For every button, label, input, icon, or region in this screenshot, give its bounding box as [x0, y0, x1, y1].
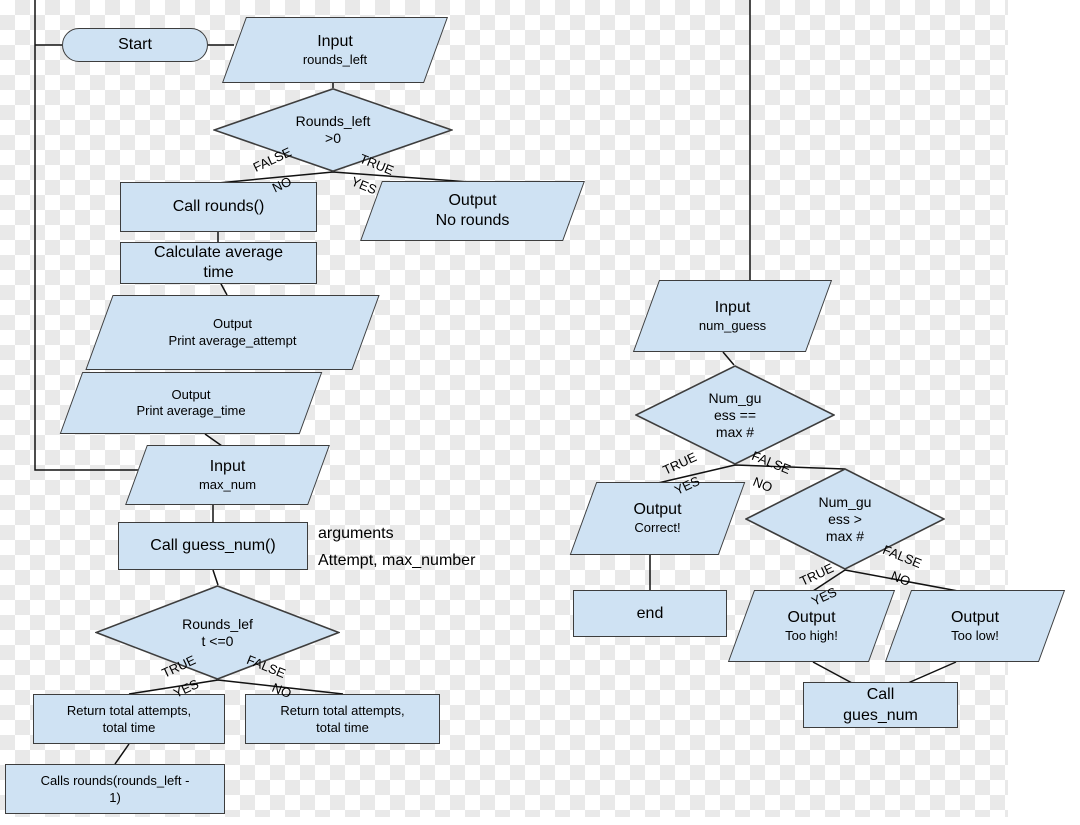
annotation-arguments: arguments Attempt, max_number	[318, 520, 475, 574]
flow-node-input-max-num: Input max_num	[125, 445, 330, 505]
diamond-shape	[745, 468, 945, 570]
node-subtitle: num_guess	[698, 317, 767, 333]
node-subtitle: Too low!	[951, 627, 999, 643]
flow-node-output-no-rounds: Output No rounds	[360, 181, 585, 241]
flow-node-calls-rounds-recursive: Calls rounds(rounds_left - 1)	[5, 764, 225, 814]
diamond-shape	[635, 365, 835, 465]
decision-line: Num_gu	[818, 493, 872, 510]
flow-node-input-num-guess: Input num_guess	[632, 280, 833, 352]
node-title: Input	[714, 298, 751, 316]
node-title: Output	[950, 608, 1000, 626]
node-subtitle: rounds_left	[302, 51, 368, 67]
flow-node-call-guess-num: Call guess_num()	[118, 522, 308, 570]
node-title: Output	[787, 608, 836, 626]
flow-node-output-correct: Output Correct!	[569, 482, 746, 555]
node-label-line: 1)	[109, 790, 121, 805]
annotation-line: Attempt, max_number	[318, 552, 476, 569]
flow-node-return-totals-left: Return total attempts, total time	[33, 694, 225, 744]
decision-line: t <=0	[201, 632, 234, 649]
node-subtitle: Print average_time	[136, 403, 246, 418]
diamond-shape	[95, 585, 340, 680]
node-label-line: Call	[866, 686, 895, 703]
annotation-line: arguments	[318, 525, 394, 542]
decision-line: ess >	[828, 510, 862, 527]
decision-line: Num_gu	[708, 389, 762, 406]
node-title: Output	[448, 192, 497, 209]
node-title: Input	[209, 457, 246, 475]
decision-line: Rounds_lef	[182, 615, 253, 632]
node-label-line: Return total attempts,	[66, 703, 192, 718]
flow-node-end: end	[573, 590, 727, 637]
flow-decision-num-guess-eq-max: Num_gu ess == max #	[635, 365, 835, 465]
node-subtitle: Too high!	[785, 627, 838, 643]
node-subtitle: max_num	[198, 476, 257, 492]
node-title: Output	[171, 386, 211, 402]
flow-node-call-gues-num: Call gues_num	[803, 682, 958, 728]
flow-node-return-totals-right: Return total attempts, total time	[245, 694, 440, 744]
flow-node-calculate-average-time: Calculate average time	[120, 242, 317, 284]
decision-line: max #	[825, 527, 865, 544]
diamond-shape	[213, 88, 453, 172]
node-subtitle: No rounds	[435, 212, 510, 229]
node-label: Call rounds()	[172, 198, 265, 215]
flow-decision-rounds-left-le0: Rounds_lef t <=0	[95, 585, 340, 680]
node-label-line: total time	[102, 720, 156, 735]
node-label-line: gues_num	[843, 707, 918, 724]
flow-node-output-too-low: Output Too low!	[884, 590, 1066, 662]
node-label: Call guess_num()	[150, 537, 276, 554]
node-label-line: Return total attempts,	[280, 703, 405, 718]
node-title: Input	[317, 32, 353, 50]
flow-node-output-print-average-time: Output Print average_time	[59, 372, 323, 434]
flow-decision-rounds-gt0: Rounds_left >0	[213, 88, 453, 172]
canvas-edge-right	[1008, 0, 1080, 825]
flow-node-output-print-average-attempt: Output Print average_attempt	[85, 295, 380, 370]
start-label: Start	[118, 36, 152, 53]
node-title: Output	[212, 316, 253, 332]
node-label-line: time	[203, 264, 234, 281]
decision-line: Rounds_left	[295, 113, 371, 129]
node-subtitle: Correct!	[634, 520, 681, 536]
node-subtitle: Print average_attempt	[168, 332, 297, 348]
flow-decision-num-guess-gt-max: Num_gu ess > max #	[745, 468, 945, 570]
node-label: end	[636, 604, 664, 622]
flow-node-start: Start	[62, 28, 208, 62]
node-label-line: total time	[316, 720, 369, 735]
node-title: Output	[633, 501, 682, 519]
canvas-edge-bottom	[0, 817, 1008, 825]
decision-line: ess ==	[713, 406, 756, 423]
flow-node-input-rounds-left: Input rounds_left	[221, 17, 449, 83]
flow-node-call-rounds: Call rounds()	[120, 182, 317, 232]
node-label-line: Calls rounds(rounds_left -	[40, 773, 190, 788]
decision-line: max #	[715, 423, 755, 440]
node-label-line: Calculate average	[154, 244, 283, 261]
decision-line: >0	[325, 130, 341, 146]
